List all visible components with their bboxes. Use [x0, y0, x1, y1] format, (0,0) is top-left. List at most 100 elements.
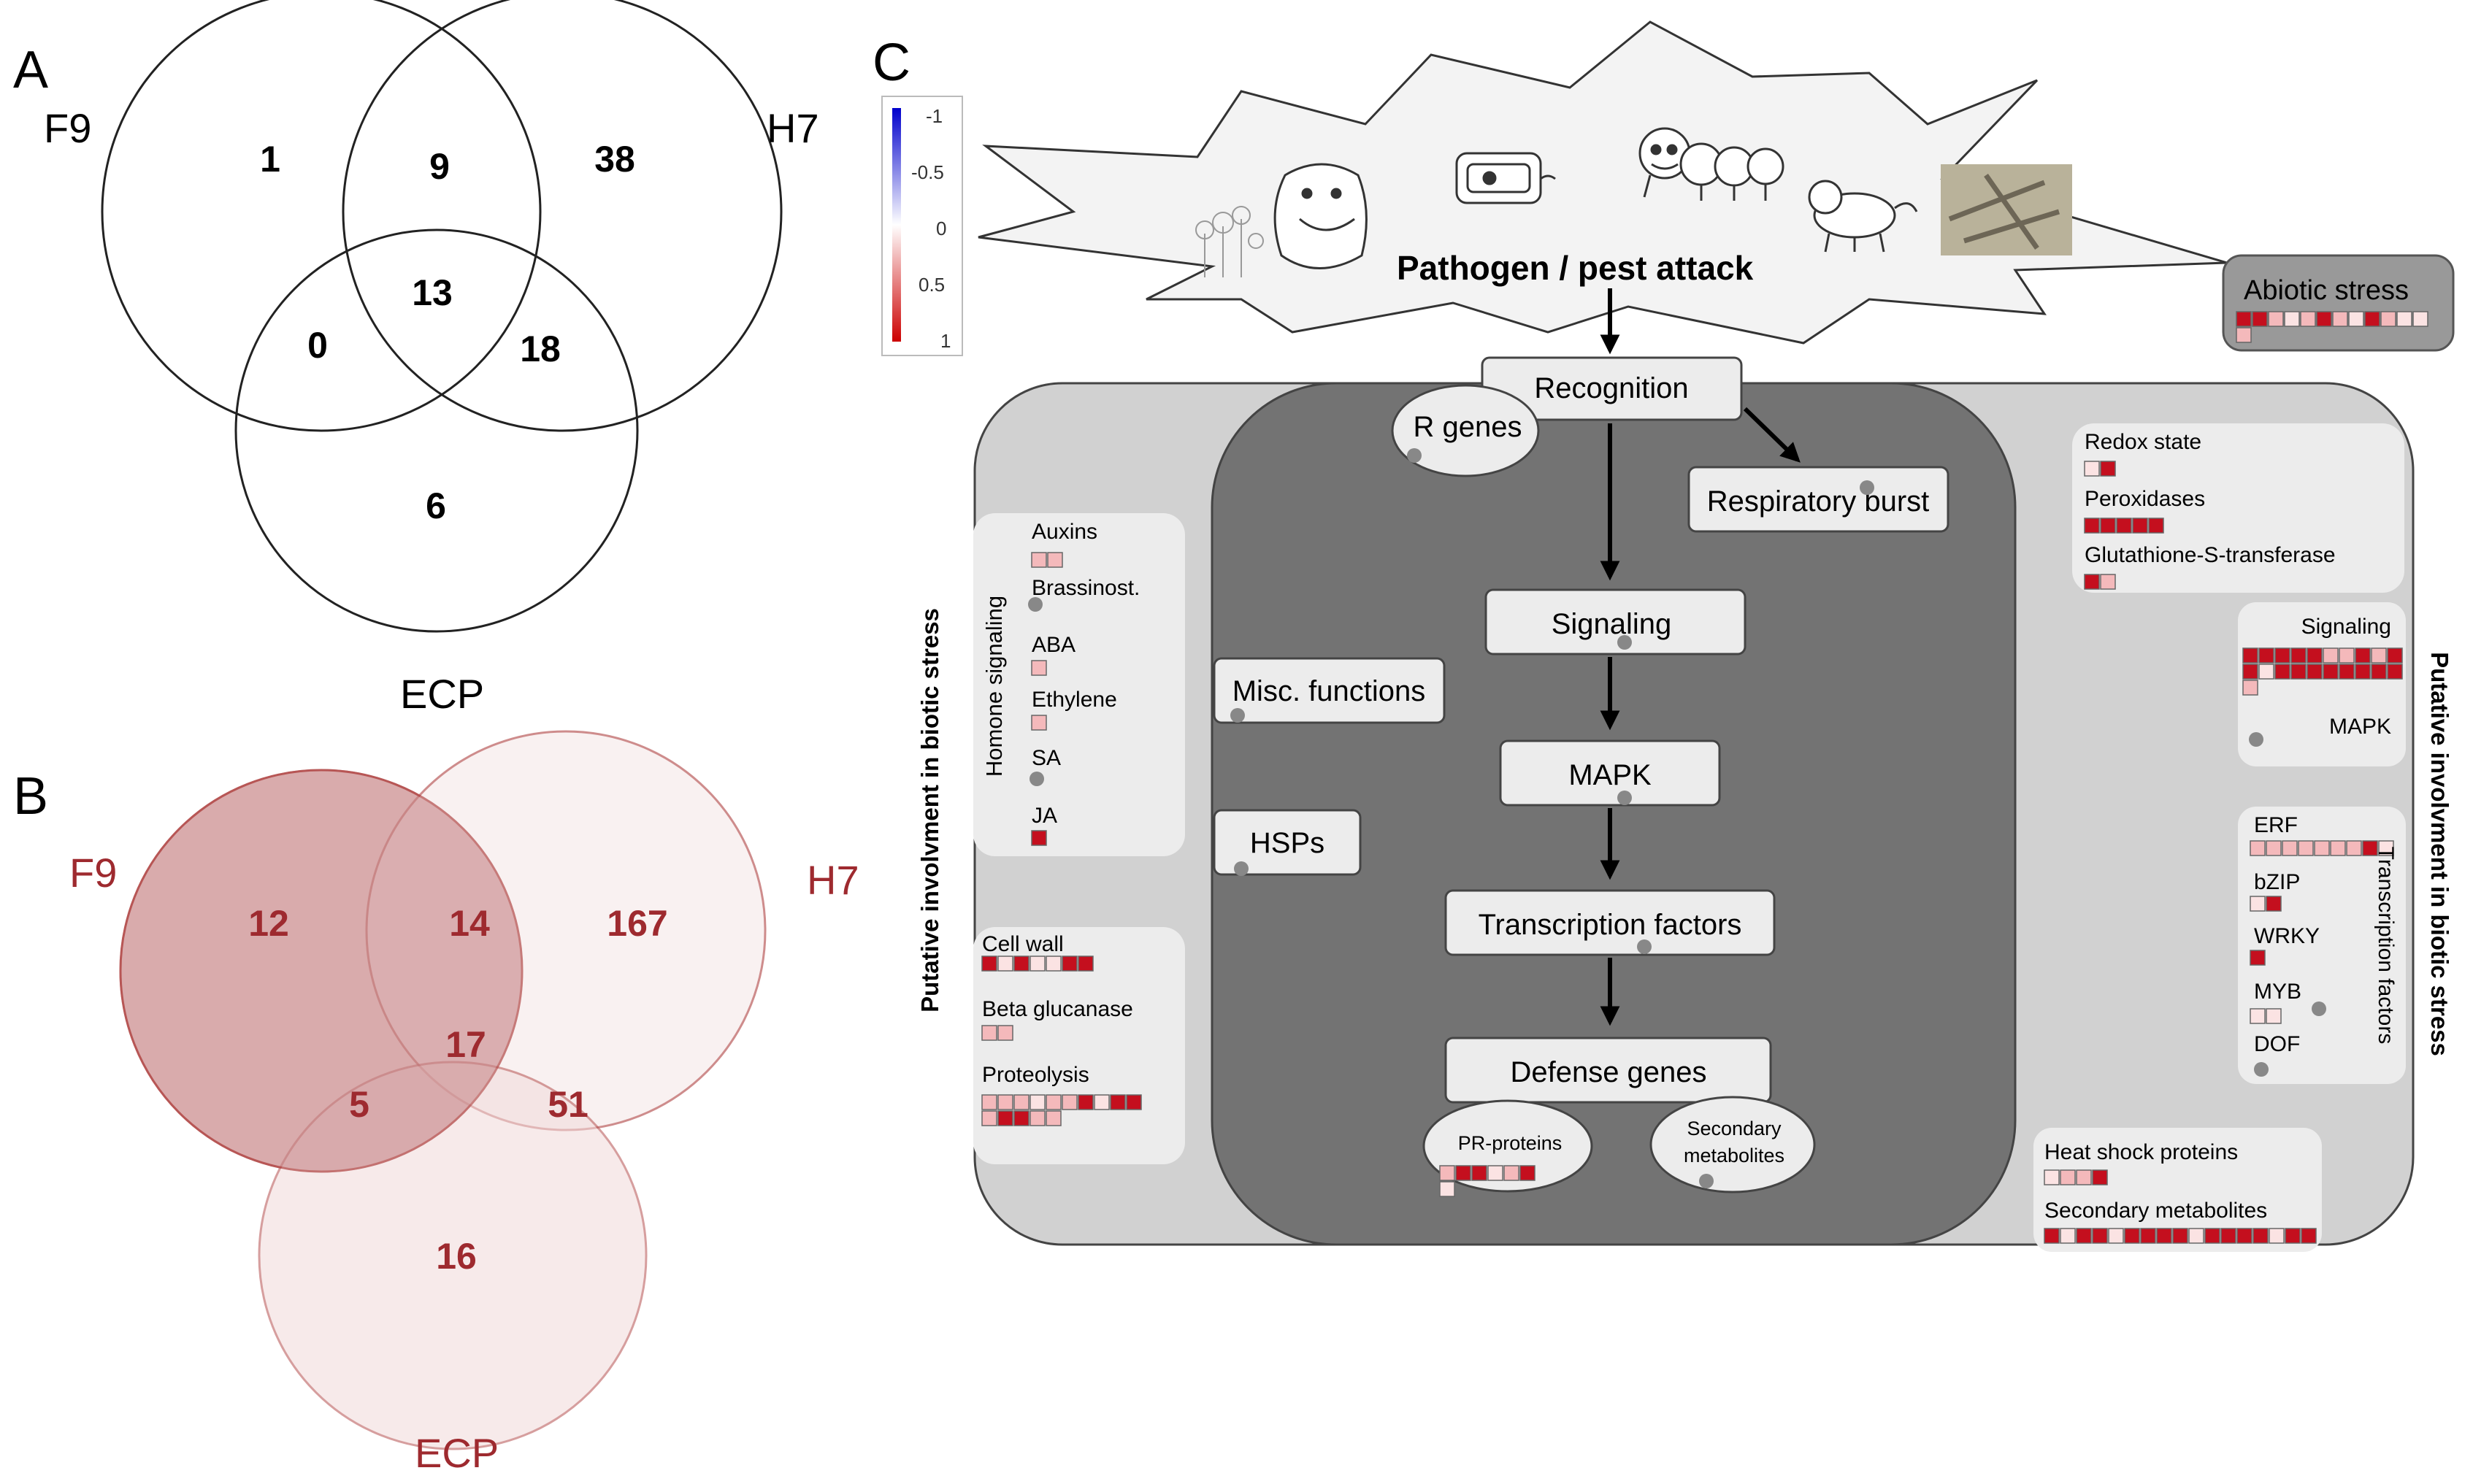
venn-b-count-f9-h7: 14	[449, 903, 490, 944]
gst-label: Glutathione-S-transferase	[2085, 543, 2336, 567]
heatmap-cell	[2250, 896, 2266, 912]
nematode-photo-icon	[1941, 164, 2072, 255]
heatmap-cell	[2076, 1228, 2092, 1244]
heatmap-cell	[2316, 311, 2332, 327]
heatmap-cell	[2044, 1228, 2060, 1244]
heatmap-cell	[997, 1025, 1013, 1041]
heatmap-cell	[2274, 647, 2290, 664]
venn-b-count-all: 17	[445, 1024, 486, 1065]
heatmap-cell	[2355, 647, 2371, 664]
abiotic-stress-label: Abiotic stress	[2244, 275, 2409, 306]
sa-dot	[1030, 772, 1044, 786]
heatmap-cell	[981, 1110, 997, 1126]
heatmap-cell	[2323, 647, 2339, 664]
heatmap-cell	[2250, 840, 2266, 856]
heatmap-cell	[2156, 1228, 2172, 1244]
heatmap-cell	[2250, 950, 2266, 966]
heatmap-cell	[981, 956, 997, 972]
heatmap-cell	[2060, 1169, 2076, 1185]
heatmap-cell	[2330, 840, 2346, 856]
heatmap-cell	[2220, 1228, 2236, 1244]
heatmap-cell	[2252, 311, 2268, 327]
heatmap-cell	[1030, 956, 1046, 972]
heatmap-hsp	[2044, 1169, 2108, 1185]
heatmap-secondary-metabolites	[2044, 1228, 2317, 1244]
signaling-label: Signaling	[1552, 608, 1672, 640]
heatmap-cell	[2242, 664, 2258, 680]
heatmap-cell	[1030, 1110, 1046, 1126]
heatmap-cell	[2387, 664, 2403, 680]
heatmap-cell	[2348, 311, 2364, 327]
heatmap-cell	[1094, 1094, 1110, 1110]
scale-tick-3: 0	[936, 218, 946, 239]
heatmap-cell	[2092, 1169, 2108, 1185]
panel-c: C -1 -0.5 0 0.5 1	[873, 20, 2455, 1252]
heatmap-cell	[997, 1094, 1013, 1110]
secondary-metabolites-right-label: Secondary metabolites	[2044, 1199, 2267, 1223]
germ-monster-icon	[1273, 163, 1368, 269]
heatmap-cell	[2307, 647, 2323, 664]
heatmap-cell	[1439, 1165, 1455, 1181]
heatmap-cell	[1455, 1165, 1471, 1181]
heatmap-cell	[2412, 311, 2428, 327]
heatmap-cell	[2301, 1228, 2317, 1244]
heatmap-cell	[997, 1110, 1013, 1126]
tf-node	[1444, 889, 1776, 956]
heatmap-cell	[2242, 680, 2258, 696]
right-signaling-box	[2238, 602, 2406, 766]
venn-b-count-ecp-only: 16	[436, 1236, 477, 1277]
heatmap-cell	[2076, 1169, 2092, 1185]
heatmap-ja	[1031, 830, 1047, 846]
hsp-secmet-box	[2033, 1128, 2322, 1252]
r-genes-node	[1391, 384, 1540, 477]
right-mapk-dot	[2249, 732, 2263, 747]
heatmap-redox	[2084, 461, 2116, 477]
right-signaling-label: Signaling	[2301, 615, 2391, 639]
heatmap-cell	[2307, 664, 2323, 680]
tf-label: Transcription factors	[1479, 909, 1742, 941]
heatmap-cell	[2100, 574, 2116, 590]
panel-b-letter: B	[13, 767, 48, 826]
heatmap-cell	[1046, 956, 1062, 972]
recognition-label: Recognition	[1534, 372, 1688, 404]
defense-genes-label: Defense genes	[1510, 1056, 1706, 1088]
mapk-dot	[1617, 791, 1632, 805]
heatmap-gst	[2084, 574, 2116, 590]
heatmap-cell	[1031, 715, 1047, 731]
heatmap-cell	[1013, 1094, 1030, 1110]
color-scale: -1 -0.5 0 0.5 1	[881, 96, 963, 356]
heatmap-cell	[1046, 1110, 1062, 1126]
arrow-respiratory	[1743, 407, 1801, 463]
heatmap-cell	[2371, 647, 2387, 664]
heatmap-cell	[1519, 1165, 1535, 1181]
venn-b-label-h7: H7	[807, 857, 859, 903]
heatmap-cell	[1031, 830, 1047, 846]
heatmap-cell	[2084, 518, 2100, 534]
heatmap-cell	[1013, 1110, 1030, 1126]
heatmap-cell	[2387, 647, 2403, 664]
venn-b-label-ecp: ECP	[415, 1430, 499, 1476]
secondary-metabolites-node	[1649, 1096, 1816, 1193]
heatmap-cell	[2300, 311, 2316, 327]
heatmap-cell	[1031, 660, 1047, 676]
heatmap-cell	[2100, 518, 2116, 534]
heatmap-myb	[2250, 1008, 2282, 1024]
heatmap-cell	[2378, 840, 2394, 856]
heatmap-cell	[2188, 1228, 2204, 1244]
hormone-ethylene: Ethylene	[1032, 688, 1117, 712]
heatmap-cell	[2084, 574, 2100, 590]
myb-dot	[2312, 1001, 2326, 1016]
dof-label: DOF	[2254, 1032, 2300, 1056]
pr-proteins-label: PR-proteins	[1458, 1132, 1563, 1154]
hormone-sa: SA	[1032, 746, 1061, 770]
venn-a-count-ecp-only: 6	[426, 485, 446, 526]
heatmap-cell	[2124, 1228, 2140, 1244]
heatmap-cell	[2108, 1228, 2124, 1244]
heatmap-cell	[2172, 1228, 2188, 1244]
heatmap-cell	[1062, 956, 1078, 972]
heatmap-cell	[2282, 840, 2298, 856]
hormone-brassinost: Brassinost.	[1032, 576, 1140, 600]
venn-a-count-f9-h7: 9	[429, 146, 450, 187]
venn-a-h7-circle	[342, 0, 783, 432]
